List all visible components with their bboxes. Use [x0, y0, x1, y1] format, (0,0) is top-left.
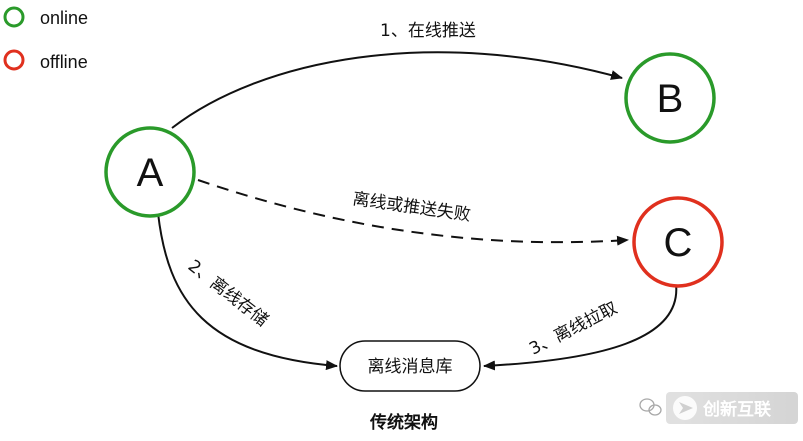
legend-label-online: online [40, 8, 88, 28]
offline-message-store-box [339, 340, 481, 392]
watermark-text: 创新互联 [702, 399, 771, 420]
legend-label-offline: offline [40, 52, 88, 72]
edge-offline-or-fail [197, 179, 629, 246]
node-b-label: B [657, 77, 684, 121]
edge-label-online-push: 1、在线推送 [380, 21, 476, 41]
legend: online offline [3, 6, 88, 72]
offline-status-swatch [3, 49, 25, 71]
node-b: B [624, 52, 716, 144]
node-c-circle [632, 196, 724, 288]
watermark: 创新互联 [639, 392, 798, 424]
node-c-label: C [664, 221, 693, 265]
offline-message-store-label: 离线消息库 [368, 357, 453, 377]
node-b-circle [624, 52, 716, 144]
online-status-swatch [3, 6, 25, 28]
node-c: C [632, 196, 724, 288]
edge-offline-pull [483, 283, 678, 371]
edge-online-push [171, 51, 623, 129]
edges [157, 51, 678, 371]
node-a: A [104, 126, 196, 218]
edge-label-offline-or-fail: 离线或推送失败 [351, 189, 472, 225]
offline-message-store: 离线消息库 [339, 340, 481, 392]
edge-offline-store [157, 212, 338, 371]
legend-item-offline: offline [3, 49, 88, 72]
legend-item-online: online [3, 6, 88, 28]
edge-label-offline-store: 2、离线存储 [184, 256, 272, 331]
brand-logo-icon [673, 396, 697, 420]
wechat-icon [639, 398, 662, 416]
node-a-circle [104, 126, 196, 218]
watermark-bg [666, 392, 798, 424]
diagram-caption: 传统架构 [369, 412, 438, 433]
node-a-label: A [137, 151, 164, 195]
